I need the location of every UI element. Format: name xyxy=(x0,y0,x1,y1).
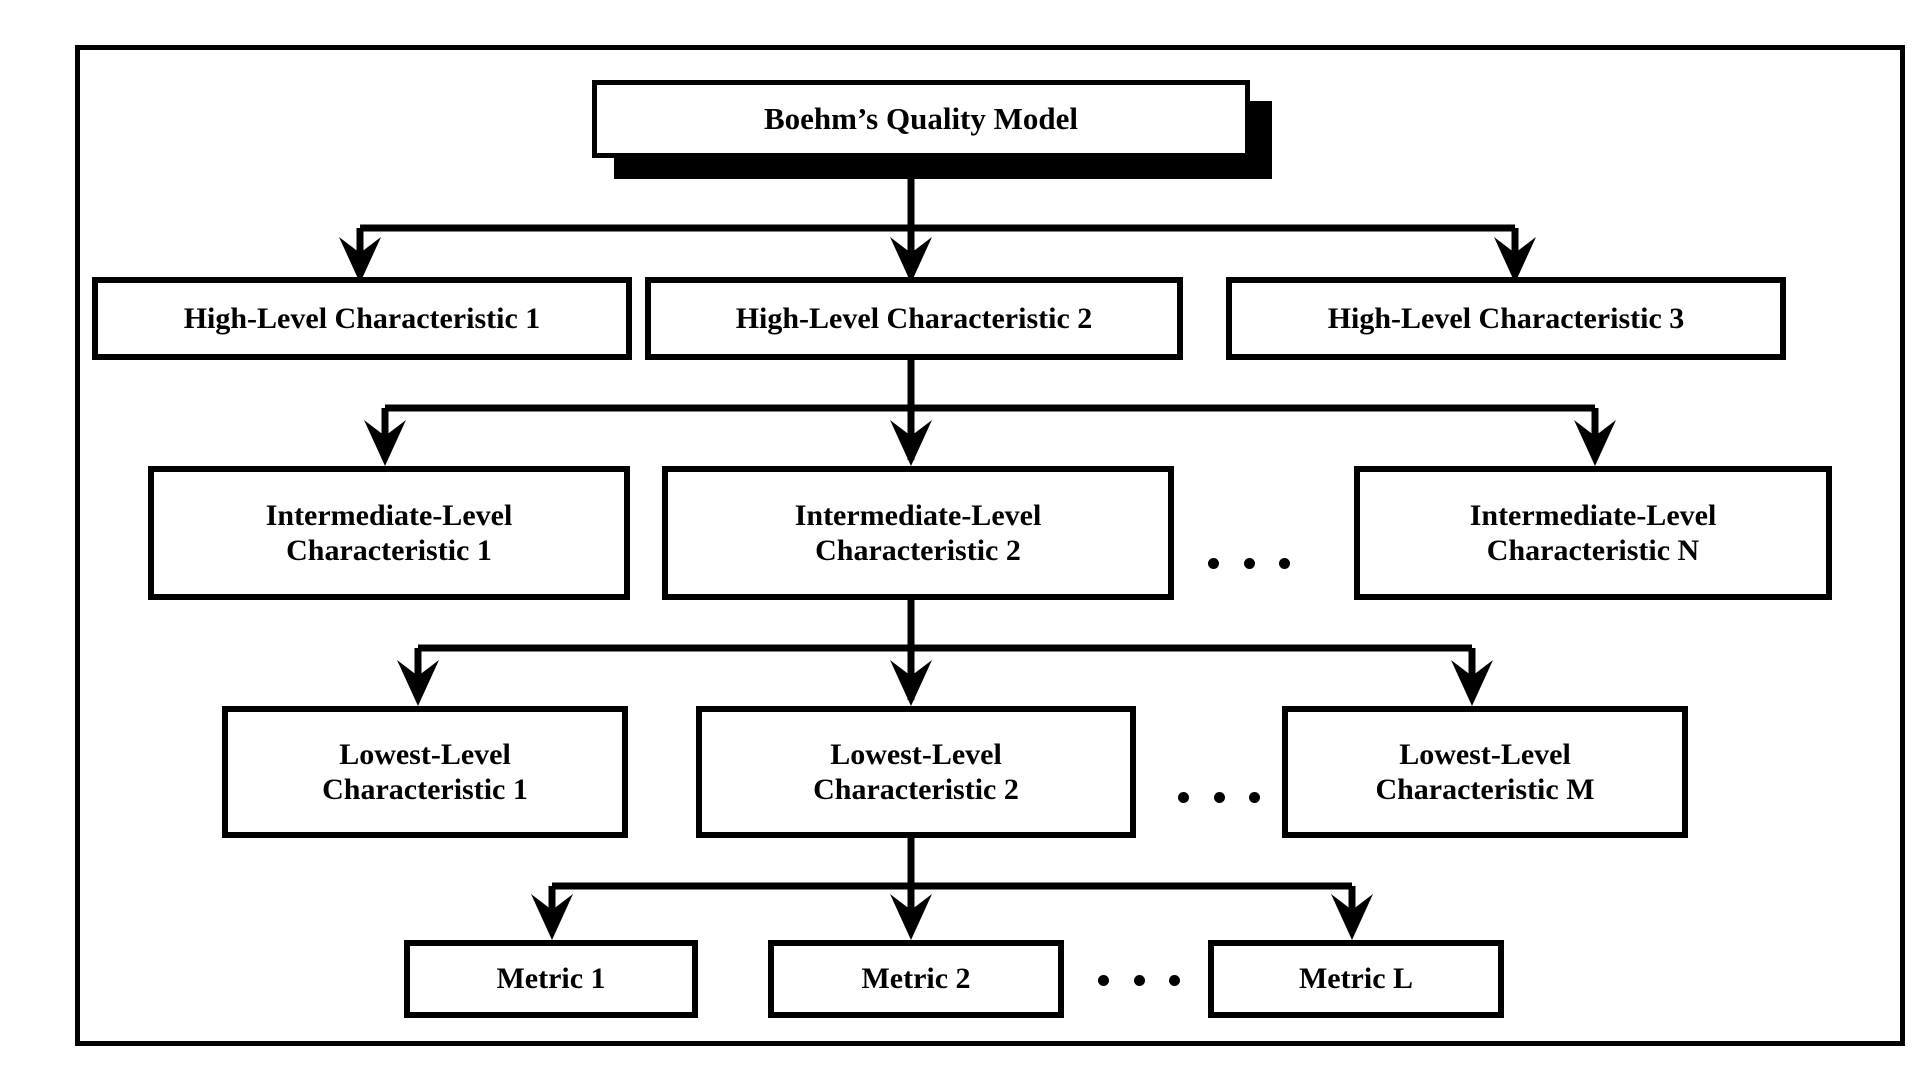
node-label: Metric 2 xyxy=(861,962,971,996)
node-label: Lowest-Level Characteristic 1 xyxy=(322,737,528,806)
node-label: High-Level Characteristic 1 xyxy=(183,301,541,335)
node-intermediate-level-characteristic-1[interactable]: Intermediate-Level Characteristic 1 xyxy=(148,466,630,600)
root-node-label: Boehm’s Quality Model xyxy=(763,101,1078,136)
ellipsis-dot xyxy=(1243,557,1255,569)
node-intermediate-level-characteristic-n[interactable]: Intermediate-Level Characteristic N xyxy=(1354,466,1832,600)
node-metric-l[interactable]: Metric L xyxy=(1208,940,1504,1018)
node-lowest-level-characteristic-m[interactable]: Lowest-Level Characteristic M xyxy=(1282,706,1688,838)
node-label: High-Level Characteristic 3 xyxy=(1327,301,1685,335)
ellipsis-metric-level xyxy=(1098,973,1180,987)
node-lowest-level-characteristic-1[interactable]: Lowest-Level Characteristic 1 xyxy=(222,706,628,838)
node-high-level-characteristic-2[interactable]: High-Level Characteristic 2 xyxy=(645,277,1183,360)
ellipsis-dot xyxy=(1178,791,1189,803)
ellipsis-dot xyxy=(1279,557,1290,569)
ellipsis-dot xyxy=(1249,791,1260,803)
node-label: Lowest-Level Characteristic 2 xyxy=(813,737,1019,806)
node-label: Intermediate-Level Characteristic N xyxy=(1469,498,1717,567)
ellipsis-dot xyxy=(1169,974,1180,986)
node-lowest-level-characteristic-2[interactable]: Lowest-Level Characteristic 2 xyxy=(696,706,1136,838)
ellipsis-dot xyxy=(1133,974,1145,986)
ellipsis-lowest-level xyxy=(1178,790,1260,804)
node-label: Metric 1 xyxy=(496,962,606,996)
node-label: Lowest-Level Characteristic M xyxy=(1375,737,1595,806)
node-high-level-characteristic-1[interactable]: High-Level Characteristic 1 xyxy=(92,277,632,360)
ellipsis-intermediate-level xyxy=(1208,556,1290,570)
node-label: Intermediate-Level Characteristic 1 xyxy=(265,498,513,567)
ellipsis-dot xyxy=(1098,974,1109,986)
ellipsis-dot xyxy=(1213,791,1225,803)
node-metric-1[interactable]: Metric 1 xyxy=(404,940,698,1018)
node-label: Metric L xyxy=(1298,962,1414,996)
node-high-level-characteristic-3[interactable]: High-Level Characteristic 3 xyxy=(1226,277,1786,360)
node-metric-2[interactable]: Metric 2 xyxy=(768,940,1064,1018)
node-intermediate-level-characteristic-2[interactable]: Intermediate-Level Characteristic 2 xyxy=(662,466,1174,600)
root-node-boehms-quality-model[interactable]: Boehm’s Quality Model xyxy=(592,80,1250,158)
node-label: High-Level Characteristic 2 xyxy=(735,301,1093,335)
node-label: Intermediate-Level Characteristic 2 xyxy=(794,498,1042,567)
ellipsis-dot xyxy=(1208,557,1219,569)
